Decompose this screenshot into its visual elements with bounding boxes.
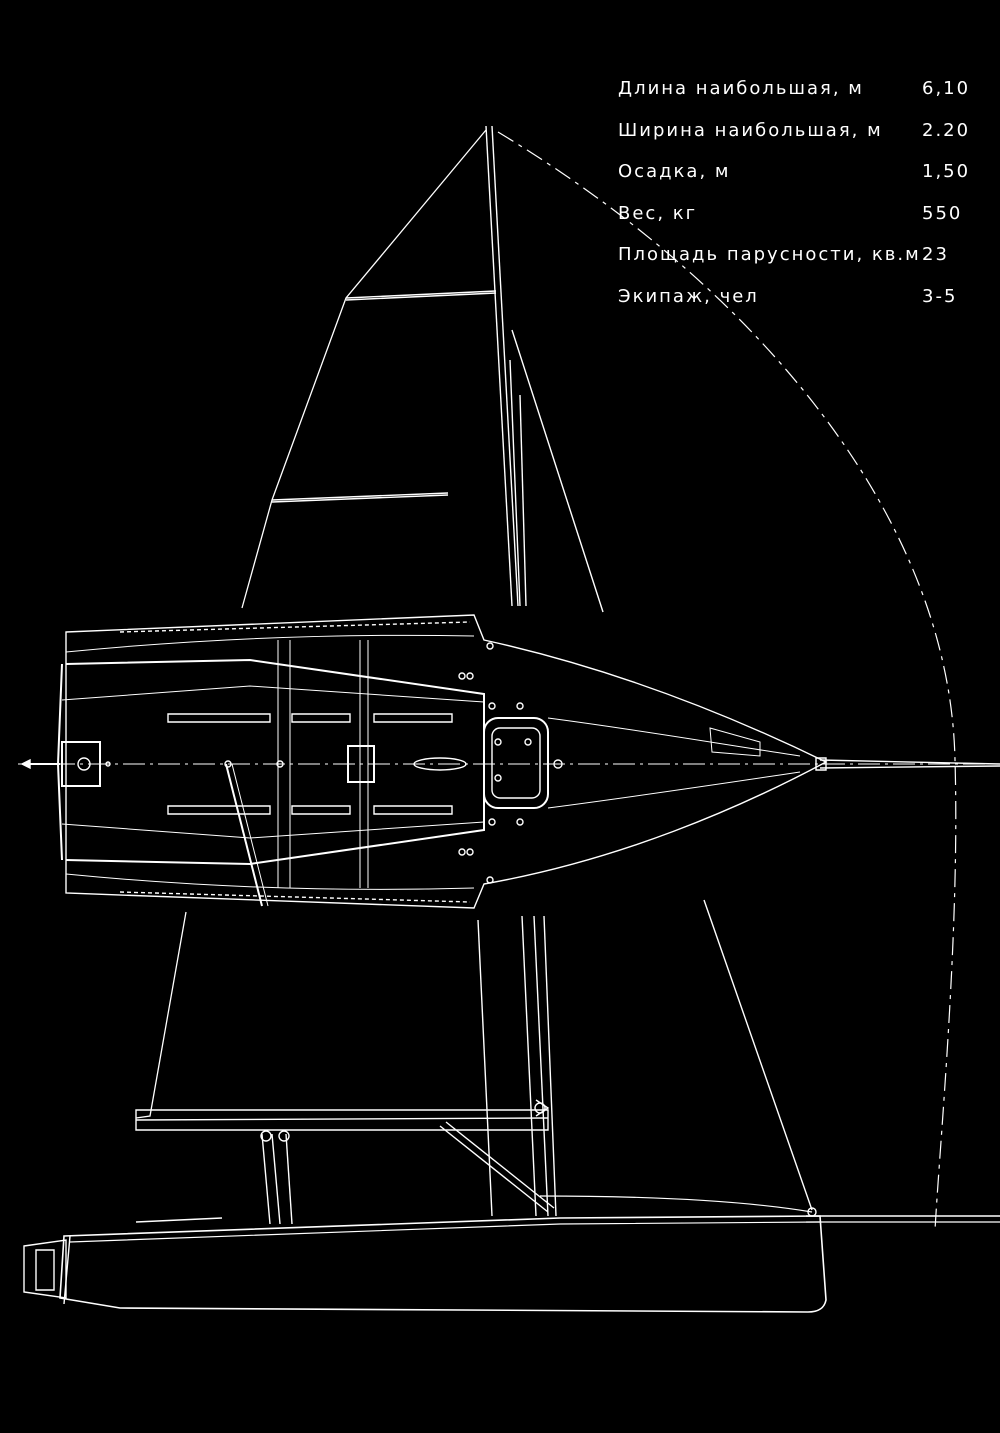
spec-label: Площадь парусности, кв.м — [618, 244, 921, 265]
spec-row-length: Длина наибольшая, м 6,10 — [618, 78, 978, 120]
cockpit-hardware — [22, 640, 466, 906]
spec-label: Экипаж, чел — [618, 285, 759, 307]
spec-value: 3-5 — [922, 285, 958, 307]
specs-table: Длина наибольшая, м 6,10 Ширина наибольш… — [618, 78, 978, 327]
spec-row-crew: Экипаж, чел 3-5 — [618, 286, 978, 328]
jib-lower — [540, 900, 812, 1212]
spec-row-beam: Ширина наибольшая, м 2.20 — [618, 120, 978, 162]
bowsprit-plan — [816, 758, 1000, 770]
mainsail-upper — [242, 130, 496, 608]
spec-label: Осадка, м — [618, 161, 731, 182]
spec-value: 2.20 — [922, 119, 971, 141]
spec-value: 23 — [922, 244, 949, 265]
vang-and-rigging — [261, 1100, 554, 1224]
spec-label: Длина наибольшая, м — [618, 78, 864, 99]
boom — [136, 1110, 548, 1130]
spec-label: Вес, кг — [618, 202, 698, 224]
spinnaker-arc — [498, 132, 956, 1230]
spec-label: Ширина наибольшая, м — [618, 119, 883, 141]
spec-value: 6,10 — [922, 78, 971, 99]
spec-value: 1,50 — [922, 161, 971, 182]
cabin-and-hatch — [484, 718, 800, 808]
deck-fittings — [106, 643, 523, 883]
hull-profile — [24, 1208, 1000, 1312]
hull-plan — [58, 615, 826, 908]
spec-row-draft: Осадка, м 1,50 — [618, 161, 978, 203]
jib-upper — [512, 330, 603, 612]
spec-row-sail-area: Площадь парусности, кв.м 23 — [618, 244, 978, 286]
mainsail-lower — [136, 912, 544, 1118]
spec-row-weight: Вес, кг 550 — [618, 203, 978, 245]
spec-value: 550 — [922, 202, 963, 224]
mast-upper — [486, 126, 526, 606]
mast-lower — [478, 916, 556, 1216]
